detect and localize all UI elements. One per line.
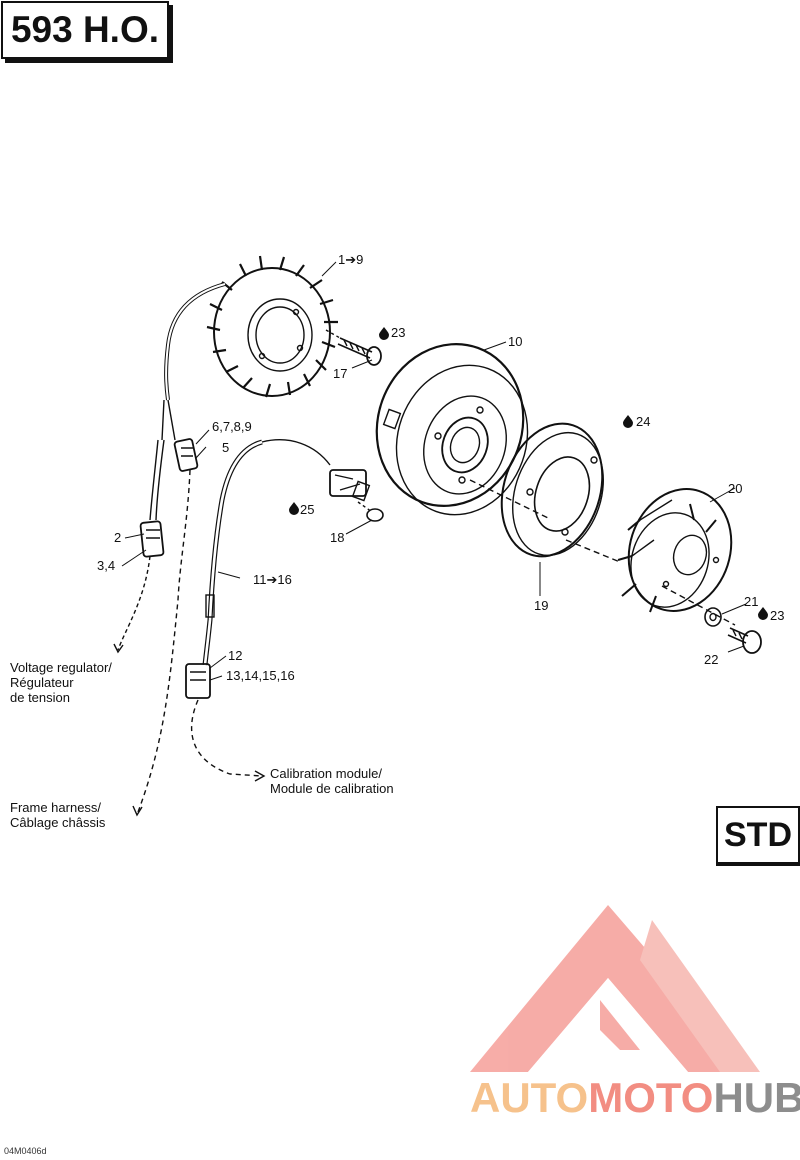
- stator: [206, 255, 338, 398]
- part-label: 23: [770, 608, 785, 623]
- callout-line: Module de calibration: [270, 781, 394, 796]
- part-label: 6,7,8,9: [212, 419, 252, 434]
- washer-21: [704, 607, 722, 627]
- part-label: 20: [728, 481, 743, 496]
- part-label: 1➔9: [338, 252, 364, 267]
- oil-drop-icon: [758, 607, 768, 620]
- part-label: 24: [636, 414, 651, 429]
- callout-line: Câblage châssis: [10, 815, 106, 830]
- model-title: 593 H.O.: [1, 1, 169, 59]
- bolt-22: [727, 627, 762, 654]
- oil-drop-icon: [289, 502, 299, 515]
- drawing-reference: 04M0406d: [4, 1146, 47, 1156]
- part-label: 21: [744, 594, 759, 609]
- oil-drop-icon: [379, 327, 389, 340]
- part-label: 13,14,15,16: [226, 668, 295, 683]
- part-label: 10: [508, 334, 523, 349]
- callout-frame-harness: Frame harness/ Câblage châssis: [10, 800, 105, 830]
- part-label: 3,4: [97, 558, 116, 573]
- flywheel: [375, 343, 529, 516]
- starter-cup: [617, 488, 733, 613]
- callout-voltage-regulator: Voltage regulator/ Régulateur de tension: [10, 660, 112, 705]
- part-label: 22: [704, 652, 719, 667]
- callout-line: Voltage regulator/: [10, 660, 112, 675]
- callout-line: Régulateur: [10, 675, 74, 690]
- part-label: 17: [333, 366, 348, 381]
- part-label: 12: [228, 648, 243, 663]
- leader-lines: [121, 261, 747, 681]
- callout-calibration-module: Calibration module/ Module de calibratio…: [270, 766, 394, 796]
- part-label: 23: [391, 325, 406, 340]
- trigger-coil: [329, 469, 371, 502]
- watermark-text: AUTOMOTOHUB: [470, 1074, 800, 1121]
- std-badge: STD: [716, 806, 800, 866]
- part-label: 2: [114, 530, 122, 545]
- part-label: 25: [300, 502, 315, 517]
- part-label: 19: [534, 598, 549, 613]
- ring-plate: [500, 422, 604, 558]
- oil-drop-icon: [623, 415, 633, 428]
- callout-line: de tension: [10, 690, 70, 705]
- part-label: 5: [222, 440, 230, 455]
- stator-harness: [164, 282, 226, 401]
- part-label: 18: [330, 530, 345, 545]
- bolt-17: [325, 329, 382, 366]
- part-label: 11➔16: [253, 572, 292, 587]
- callout-line: Frame harness/: [10, 800, 102, 815]
- callout-line: Calibration module/: [270, 766, 383, 781]
